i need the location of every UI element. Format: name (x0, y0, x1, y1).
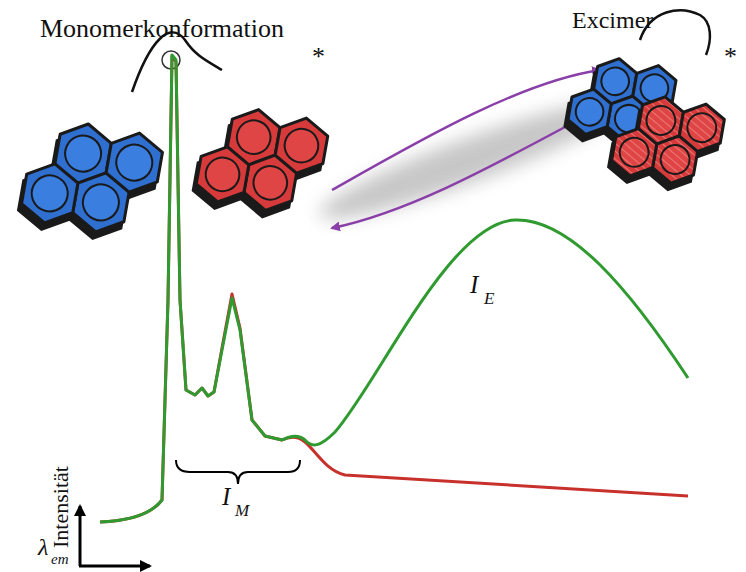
axis-label: Intensität (50, 466, 72, 548)
y-axis (79, 506, 82, 566)
circle-stripes (644, 103, 678, 137)
intensity-symbol: I (222, 484, 230, 509)
monomer-spectrum (100, 56, 688, 522)
aromatic-circle (657, 141, 694, 178)
subscript: em (51, 552, 69, 567)
intensity-symbol: I (470, 272, 478, 297)
aromatic-circle (201, 153, 244, 196)
shadow-band (312, 85, 628, 236)
panel-title: Monomerkonformation (40, 16, 284, 42)
aromatic-circle (572, 94, 607, 129)
excited-mark: * (724, 44, 737, 70)
hex-ring (13, 159, 87, 228)
aromatic-circle (280, 124, 323, 167)
hex-ring (672, 100, 731, 156)
hex-ring (267, 113, 336, 178)
aromatic-circle (27, 170, 73, 216)
subscript: E (484, 290, 494, 307)
circle-stripes (685, 111, 719, 145)
hex-stripes (607, 127, 661, 178)
hex-ring (561, 85, 618, 138)
bracket (176, 460, 300, 484)
x-axis (79, 565, 150, 568)
aromatic-circle (232, 116, 275, 159)
aromatic-circle (597, 64, 632, 99)
hex-ring (605, 125, 664, 181)
panel-title: Excimer (572, 8, 653, 32)
circle-stripes (617, 135, 651, 169)
axis-symbol: λ (38, 535, 48, 559)
aromatic-circle (642, 102, 679, 139)
circle-stripes (658, 142, 692, 176)
aromatic-circle (60, 131, 106, 177)
aromatic-circle (249, 161, 292, 204)
hex-ring (188, 142, 257, 207)
hex-stripes (675, 102, 729, 153)
hex-ring (97, 128, 171, 197)
aromatic-circle (78, 179, 124, 225)
red-pyrene (593, 80, 741, 206)
molecules (0, 10, 740, 259)
aromatic-circle (111, 140, 157, 186)
excited-mark: * (312, 44, 325, 70)
aromatic-circle (683, 109, 720, 146)
blue-pyrene (0, 103, 182, 258)
subscript: M (235, 502, 249, 519)
red-pyrene (175, 90, 346, 235)
aromatic-circle (616, 134, 653, 171)
excimer-spectrum (100, 55, 688, 522)
